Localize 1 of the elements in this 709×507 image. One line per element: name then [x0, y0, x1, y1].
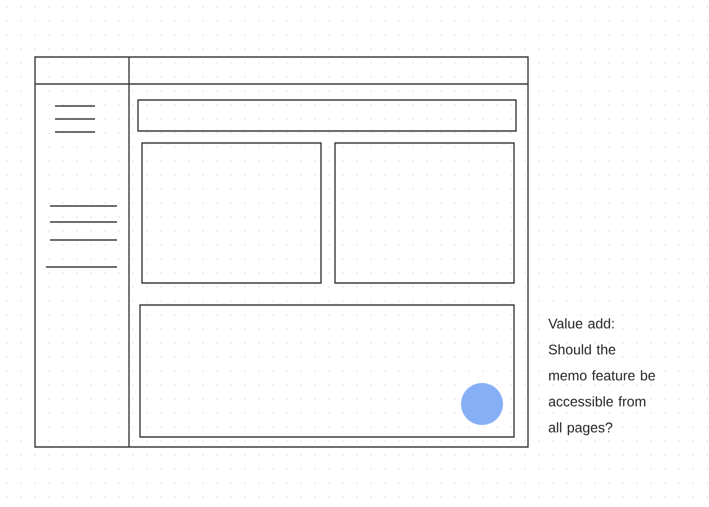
- note-text: Value add: Should the memo feature be accessible from all pages?: [548, 318, 655, 436]
